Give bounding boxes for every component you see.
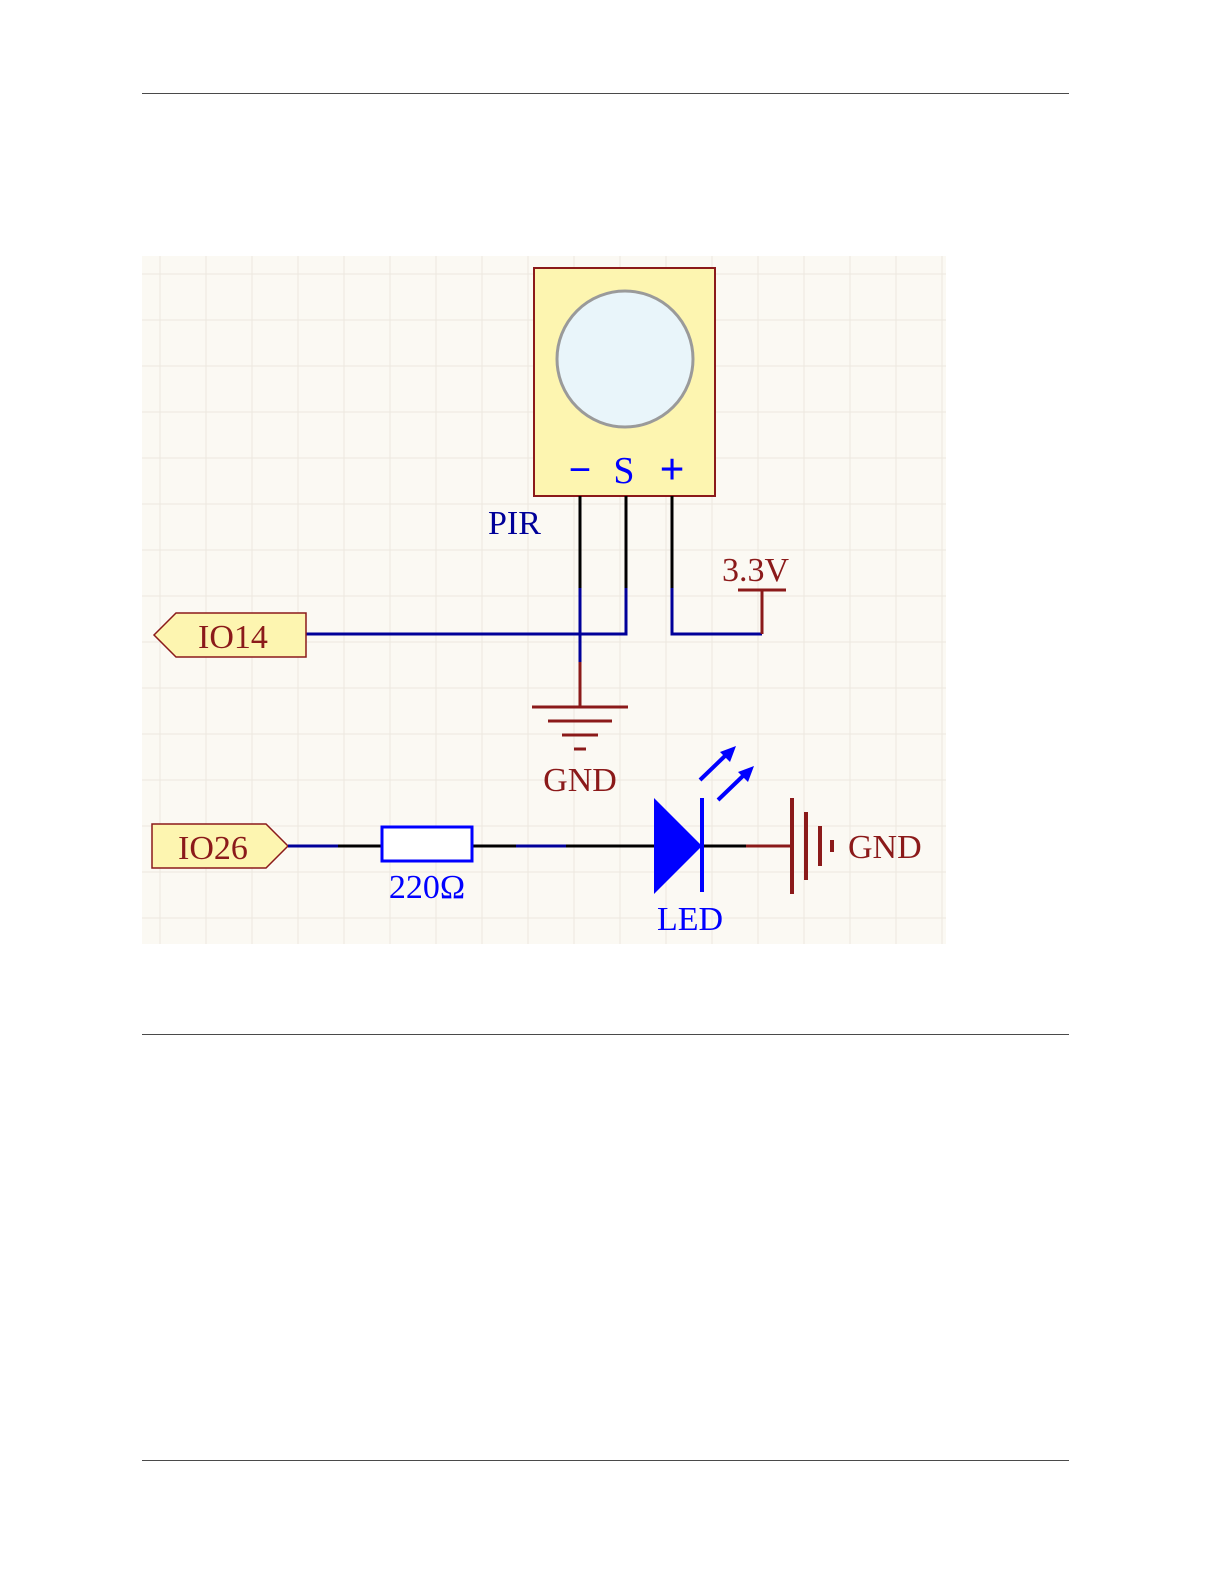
- led-label: LED: [657, 901, 723, 938]
- pir-pin-signal-label: S: [613, 450, 634, 492]
- pir-pin-plus-label: +: [659, 445, 684, 494]
- ground-upper-label: GND: [543, 762, 617, 799]
- pir-pin-minus-label: −: [569, 447, 592, 492]
- resistor-label: 220Ω: [389, 869, 465, 906]
- pir-label: PIR: [488, 505, 541, 542]
- port-io14: IO14: [154, 613, 306, 657]
- wire-crossing-dot: [578, 632, 582, 636]
- resistor-220: [382, 827, 472, 861]
- ground-right-label: GND: [848, 829, 922, 866]
- port-io26-label: IO26: [178, 830, 248, 867]
- port-io14-label: IO14: [198, 619, 268, 656]
- pir-lens: [557, 291, 693, 427]
- port-io26: IO26: [152, 824, 288, 868]
- pir-sensor: − S +: [534, 268, 715, 496]
- power-3v3-label: 3.3V: [722, 552, 790, 589]
